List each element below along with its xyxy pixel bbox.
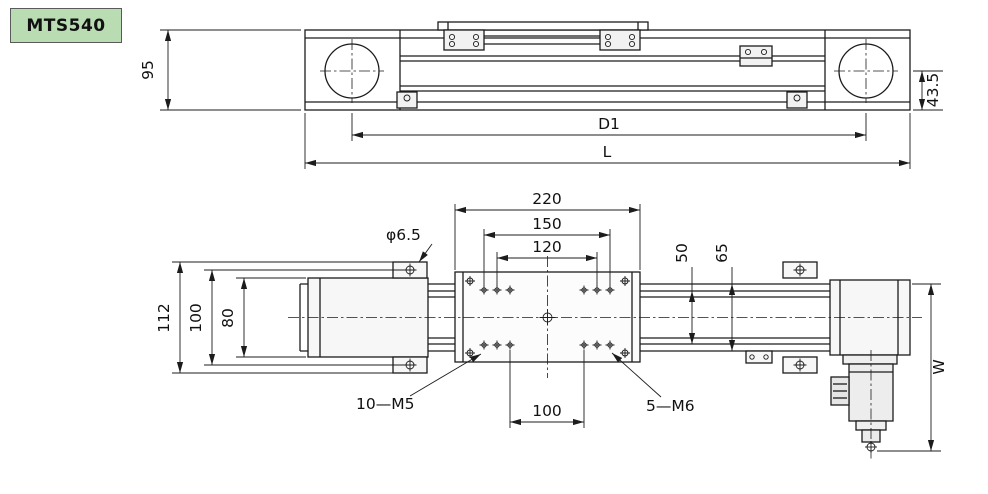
label-text-phi-6-5: φ6.5 xyxy=(386,226,421,244)
dim-total-width-w: W xyxy=(877,283,948,452)
dim-text-w: W xyxy=(930,359,948,374)
dim-text-80: 80 xyxy=(219,308,237,328)
motor-assembly xyxy=(830,350,898,459)
dim-text-l: L xyxy=(603,143,612,161)
model-badge: MTS540 xyxy=(10,8,122,43)
dim-mount-pitch-100: 100 xyxy=(187,269,404,366)
dim-text-d1: D1 xyxy=(598,115,620,133)
lower-bracket-right xyxy=(786,91,808,109)
callout-m6-holes: 5—M6 xyxy=(611,352,695,415)
dim-text-112: 112 xyxy=(155,303,173,333)
carriage-top-plate xyxy=(437,21,649,31)
dim-block-width-80: 80 xyxy=(219,277,306,358)
label-text-5-m6: 5—M6 xyxy=(646,397,695,415)
dim-carriage-length-220: 220 xyxy=(454,190,641,270)
dim-body-width-65: 65 xyxy=(713,243,736,351)
model-label: MTS540 xyxy=(26,15,106,36)
lower-bracket-left xyxy=(396,91,418,109)
dim-text-65: 65 xyxy=(713,243,731,263)
carriage-clamp-right xyxy=(599,29,641,51)
dim-text-43-5: 43.5 xyxy=(924,73,942,108)
side-view xyxy=(304,21,911,111)
dim-hole-pitch-150: 150 xyxy=(483,215,611,286)
dim-text-120: 120 xyxy=(532,238,562,256)
dim-height-95: 95 xyxy=(139,29,301,111)
dim-text-100-left: 100 xyxy=(187,303,205,333)
dim-text-50: 50 xyxy=(673,243,691,263)
plan-view xyxy=(288,256,922,459)
sensor-bracket xyxy=(739,45,773,67)
dim-pulley-distance-d1: D1 xyxy=(351,113,867,141)
m6-hole-pattern xyxy=(464,275,631,359)
dim-text-95: 95 xyxy=(139,60,157,80)
dim-text-100-bottom: 100 xyxy=(532,402,562,420)
dim-overall-width-112: 112 xyxy=(155,261,396,374)
dim-axis-height-43-5: 43.5 xyxy=(913,70,943,111)
dim-overall-length-l: L xyxy=(304,113,911,169)
dim-hole-pitch-100-bottom: 100 xyxy=(509,350,585,428)
callout-m5-holes: 10—M5 xyxy=(356,353,482,413)
left-pulley-circle xyxy=(324,43,380,99)
small-bracket xyxy=(745,350,773,364)
dim-text-150: 150 xyxy=(532,215,562,233)
dim-text-220: 220 xyxy=(532,190,562,208)
label-text-10-m5: 10—M5 xyxy=(356,395,414,413)
dim-rail-width-50: 50 xyxy=(673,243,696,344)
dim-hole-pitch-120: 120 xyxy=(496,238,598,286)
callout-mount-hole-dia: φ6.5 xyxy=(386,226,433,263)
right-pulley-circle xyxy=(838,43,894,99)
carriage-clamp-left xyxy=(443,29,485,51)
